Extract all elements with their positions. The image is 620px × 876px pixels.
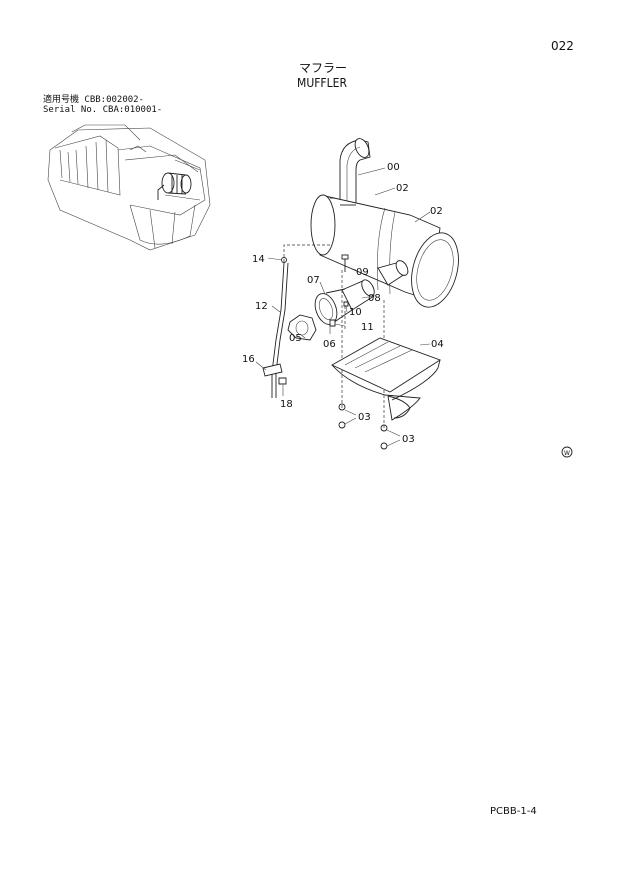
leader-lines — [255, 167, 431, 447]
gasket-flange — [287, 314, 317, 341]
title-japanese: マフラー — [299, 61, 348, 75]
callout-11: 11 — [361, 322, 374, 333]
circled-w-stamp: W — [561, 446, 573, 458]
excavator-overview-thumbnail — [47, 124, 211, 251]
callout-06: 06 — [323, 339, 336, 350]
footer-page-code: PCBB-1-4 — [490, 806, 537, 817]
callout-05: 05 — [289, 333, 302, 344]
callout-14: 14 — [252, 254, 265, 265]
serial-number-line: Serial No. CBA:010001- — [43, 105, 163, 115]
callout-18: 18 — [280, 399, 293, 410]
stamp-letter: W — [564, 450, 570, 457]
callout-02-body: 02 — [430, 206, 443, 217]
muffler-location-highlight — [157, 172, 192, 200]
callout-00: 00 — [387, 162, 400, 173]
callout-03-upper: 03 — [358, 412, 371, 423]
drain-tube — [262, 262, 289, 398]
tail-pipe — [339, 138, 371, 206]
exhaust-joint — [314, 279, 375, 326]
page-number: 022 — [551, 39, 574, 53]
inlet-pipe — [377, 260, 409, 286]
title-english: MUFFLER — [297, 76, 347, 90]
callout-02-tailpipe: 02 — [396, 183, 409, 194]
callout-10: 10 — [349, 307, 362, 318]
part-callouts: 00 02 02 14 09 07 08 12 10 11 05 06 04 1… — [242, 162, 444, 445]
callout-09: 09 — [356, 267, 369, 278]
callout-12: 12 — [255, 301, 268, 312]
callout-16: 16 — [242, 354, 255, 365]
applicable-model-line: 適用号機 CBB:002002- — [43, 95, 145, 105]
callout-03-lower: 03 — [402, 434, 415, 445]
muffler-body — [310, 194, 459, 308]
callout-08: 08 — [368, 293, 381, 304]
callout-07: 07 — [307, 275, 320, 286]
heat-shield-bracket — [331, 337, 442, 421]
callout-04: 04 — [431, 339, 444, 350]
fasteners — [278, 254, 388, 450]
